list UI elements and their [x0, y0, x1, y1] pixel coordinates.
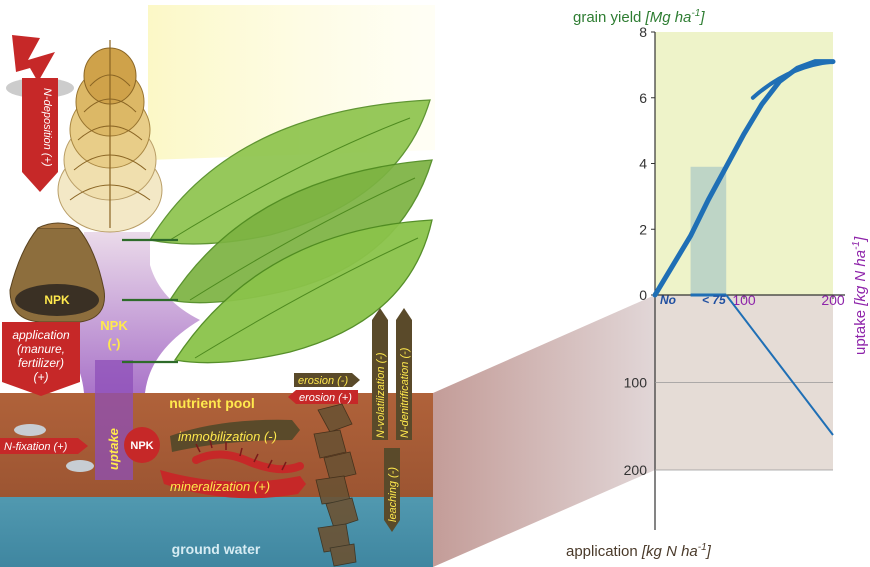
n-fixation-arrow	[0, 438, 88, 454]
application-line4: (+)	[34, 370, 49, 384]
x-tick-label: 100	[732, 292, 756, 308]
right-axis-label: uptake [kg N ha-1]	[851, 236, 869, 355]
ground-water-label: ground water	[172, 541, 261, 557]
npk-bag-label: NPK	[44, 293, 70, 307]
application-line1: application	[12, 328, 70, 342]
bacteria-icon	[14, 424, 46, 436]
n-denitrification-label: N-denitrification (-)	[399, 347, 411, 438]
shaded-range	[690, 166, 727, 295]
npk-circle	[124, 427, 160, 463]
erosion-plus-label: erosion (+)	[299, 392, 352, 404]
yield-curve-branch	[750, 59, 835, 100]
bottom-axis-label: application [kg N ha-1]	[566, 542, 712, 560]
n-volatilization-arrow	[372, 308, 388, 440]
chart-connector	[433, 295, 655, 567]
y-top-tick-label: 8	[639, 24, 647, 40]
centipede-icon	[192, 439, 304, 474]
leaching-label: leaching (-)	[387, 467, 399, 522]
y-bottom-tick-label: 100	[624, 375, 648, 391]
leaves	[122, 99, 433, 364]
groundwater-layer	[0, 497, 433, 567]
erosion-minus-arrow	[294, 373, 360, 387]
lt75-label: < 75	[702, 293, 726, 307]
npk-stem-line2: (-)	[108, 336, 121, 351]
immobilization-arrow	[170, 419, 300, 452]
erosion-plus-arrow	[288, 390, 358, 404]
application-line3: fertilizer)	[18, 356, 64, 370]
wheat-ear	[57, 40, 163, 233]
yield-uptake-chart: 8 6 4 2 0 100 200 100 200 No < 75 grain yield …	[566, 8, 869, 560]
y-top-tick-label: 2	[639, 221, 647, 237]
application-arrow	[2, 322, 80, 396]
erosion-minus-label: erosion (-)	[298, 375, 348, 387]
y-bottom-tick-label: 200	[624, 462, 648, 478]
uptake-line	[725, 294, 834, 436]
application-line2: (manure,	[17, 342, 65, 356]
npk-circle-label: NPK	[130, 440, 153, 452]
y-top-tick-label: 6	[639, 90, 647, 106]
n-volatilization-label: N-volatilization (-)	[375, 352, 387, 438]
n-deposition-label: N-deposition (+)	[41, 88, 53, 167]
npk-bag: NPK	[9, 222, 105, 323]
immobilization-label: immobilization (-)	[178, 429, 277, 444]
n0-label: No	[660, 293, 676, 307]
uptake-channel	[95, 360, 133, 480]
x-tick-label: 200	[821, 292, 845, 308]
y-top-tick-label: 4	[639, 156, 647, 172]
soil-aggregates	[313, 403, 359, 567]
lightning-icon	[12, 35, 55, 82]
uptake-label: uptake	[106, 428, 121, 470]
top-axis-label: grain yield [Mg ha-1]	[573, 8, 705, 26]
nutrient-pool-label: nutrient pool	[169, 395, 255, 411]
n-fixation-label: N-fixation (+)	[4, 441, 68, 453]
leaching-arrow	[384, 448, 400, 532]
yield-panel	[655, 32, 833, 295]
npk-stem-line1: NPK	[100, 318, 128, 333]
mineralization-arrow	[160, 470, 306, 499]
bacteria-icon	[66, 460, 94, 472]
n-denitrification-arrow	[396, 308, 412, 440]
n-deposition-arrow	[22, 78, 58, 192]
y-top-tick-label: 0	[639, 287, 647, 303]
mineralization-label: mineralization (+)	[170, 479, 270, 494]
